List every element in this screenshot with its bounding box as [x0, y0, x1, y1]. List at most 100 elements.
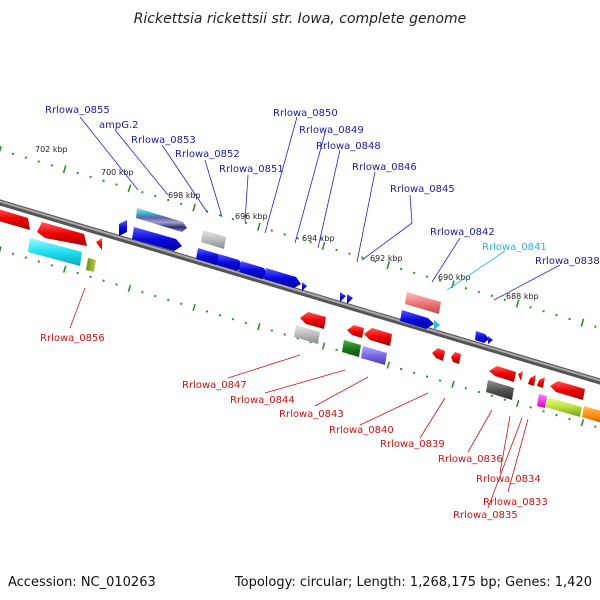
label-rrlowa-0840[interactable]: Rrlowa_0840 — [329, 425, 394, 436]
label-rrlowa-0855[interactable]: Rrlowa_0855 — [45, 105, 110, 116]
gene-rrlowa-0841[interactable] — [434, 320, 440, 330]
lower-guide-minor-tick — [490, 394, 494, 398]
lower-guide-minor-tick — [102, 279, 105, 282]
label-rrlowa-0838[interactable]: Rrlowa_0838 — [535, 256, 600, 267]
gene-rrlowa-0846[interactable] — [340, 292, 346, 302]
gene-rrlowa-0834-b[interactable] — [537, 377, 545, 388]
forward-arrow-genes — [119, 220, 493, 344]
tick-label-688: 688 kbp — [506, 292, 539, 301]
gene-rrlowa-0839[interactable] — [451, 352, 461, 364]
label-rrlowa-0852[interactable]: Rrlowa_0852 — [175, 149, 240, 160]
label-rrlowa-0850[interactable]: Rrlowa_0850 — [273, 108, 338, 119]
label-rrlowa-0851[interactable]: Rrlowa_0851 — [219, 164, 284, 175]
gene-rrlowa-0838-a[interactable] — [475, 331, 489, 343]
gene-rrlowa-0834-a[interactable] — [528, 375, 536, 386]
gene-rrlowa-0843-red[interactable] — [364, 328, 392, 346]
label-rrlowa-0845[interactable]: Rrlowa_0845 — [390, 184, 455, 195]
lower-guide-major-tick — [580, 419, 585, 427]
scale-minor-tick — [464, 286, 468, 290]
scale-minor-tick — [37, 160, 41, 163]
gene-rrlowa-0856-cyan[interactable] — [28, 238, 82, 266]
label-rrlowa-0846[interactable]: Rrlowa_0846 — [352, 162, 417, 173]
scale-minor-tick — [179, 202, 183, 206]
lower-guide-minor-tick — [205, 310, 209, 313]
scale-minor-tick — [11, 152, 15, 156]
label-rrlowa-0842[interactable]: Rrlowa_0842 — [430, 227, 495, 238]
gene-rrlowa-0836-red[interactable] — [489, 366, 516, 382]
gene-rrlowa-0850[interactable] — [217, 254, 243, 271]
label-rrlowa-0843[interactable]: Rrlowa_0843 — [279, 409, 344, 420]
scale-minor-tick — [309, 240, 312, 244]
lower-guide-major-tick — [62, 265, 67, 273]
lower-guide-minor-tick — [438, 379, 442, 382]
label-rrlowa-0853[interactable]: Rrlowa_0853 — [131, 135, 196, 146]
lower-guide-minor-tick — [464, 386, 468, 390]
gene-rrlowa-0836-tip[interactable] — [518, 371, 523, 381]
gene-rrlowa-0848[interactable] — [264, 268, 301, 288]
gene-rrlowa-0833-red[interactable] — [550, 381, 585, 400]
gene-rrlowa-0835[interactable] — [545, 397, 582, 417]
gene-rrlowa-0852[interactable] — [201, 230, 226, 249]
scale-minor-tick — [361, 256, 364, 259]
lower-guide-major-tick — [515, 399, 520, 408]
scale-minor-tick — [555, 313, 558, 317]
gene-rrlowa-0836[interactable] — [486, 380, 514, 400]
label-rrlowa-0835[interactable]: Rrlowa_0835 — [453, 510, 518, 521]
label-ampg-2[interactable]: ampG.2 — [99, 120, 139, 131]
gene-rrlowa-0853[interactable] — [136, 208, 187, 232]
label-rrlowa-0833[interactable]: Rrlowa_0833 — [483, 497, 548, 508]
gene-rrlowa-0843[interactable] — [361, 346, 387, 365]
scale-major-tick — [192, 203, 197, 212]
gene-rrlowa-0847[interactable] — [300, 312, 326, 329]
gene-rrlowa-0845[interactable] — [347, 294, 353, 304]
leader-line-0838 — [493, 264, 561, 301]
lower-guide-minor-tick — [477, 390, 481, 394]
gene-left-red-1[interactable] — [0, 208, 30, 230]
gene-rrlowa-0856-red[interactable] — [37, 222, 87, 246]
map-title: Rickettsia rickettsii str. Iowa, complet… — [134, 11, 467, 27]
gene-rrlowa-0842[interactable] — [400, 310, 434, 329]
gene-rrlowa-0844[interactable] — [342, 340, 361, 357]
scale-minor-tick — [270, 229, 274, 232]
label-rrlowa-0847[interactable]: Rrlowa_0847 — [182, 380, 247, 391]
label-rrlowa-0841[interactable]: Rrlowa_0841 — [482, 242, 547, 253]
gene-rrlowa-0835-magenta[interactable] — [537, 394, 547, 408]
gene-rrlowa-0842-pink[interactable] — [405, 292, 441, 314]
label-rrlowa-0839[interactable]: Rrlowa_0839 — [380, 439, 445, 450]
label-rrlowa-0848[interactable]: Rrlowa_0848 — [316, 141, 381, 152]
lower-guide-minor-tick — [335, 348, 338, 352]
scale-minor-tick — [542, 309, 545, 313]
lower-guide-major-tick — [0, 246, 2, 253]
label-rrlowa-0856[interactable]: Rrlowa_0856 — [40, 333, 105, 344]
gene-rrlowa-0847-grey[interactable] — [294, 325, 320, 344]
scale-major-tick — [62, 165, 67, 174]
tick-label-700: 700 kbp — [101, 168, 134, 177]
gene-rrlowa-0838-b[interactable] — [488, 336, 493, 344]
gene-left-red-tip[interactable] — [96, 238, 102, 250]
label-rrlowa-0849[interactable]: Rrlowa_0849 — [299, 125, 364, 136]
gene-rrlowa-0840[interactable] — [432, 348, 445, 361]
gene-rrlowa-0846-tip[interactable] — [302, 282, 307, 291]
gene-ampg-arrow[interactable] — [119, 220, 127, 236]
label-rrlowa-0844[interactable]: Rrlowa_0844 — [230, 395, 295, 406]
gene-rrlowa-0851[interactable] — [196, 248, 222, 265]
lower-guide-minor-tick — [11, 252, 15, 256]
genome-backbone — [0, 199, 600, 385]
gene-rrlowa-0833[interactable] — [582, 406, 600, 424]
label-rrlowa-0834[interactable]: Rrlowa_0834 — [476, 474, 541, 485]
genome-summary-text: Topology: circular; Length: 1,268,175 bp… — [234, 575, 592, 590]
lower-guide-minor-tick — [218, 313, 222, 317]
scale-minor-tick — [438, 279, 442, 282]
scale-minor-tick — [399, 267, 403, 271]
lower-guide-minor-tick — [89, 275, 92, 279]
gene-rrlowa-0849[interactable] — [239, 261, 268, 279]
label-rrlowa-0836[interactable]: Rrlowa_0836 — [438, 454, 503, 465]
lower-guide-minor-tick — [399, 367, 403, 371]
lower-guide-minor-tick — [425, 375, 429, 378]
gene-rrlowa-0844-red[interactable] — [347, 325, 364, 338]
scale-minor-tick — [244, 221, 248, 225]
scale-minor-tick — [594, 325, 597, 328]
gene-rrlowa-0856-olive[interactable] — [86, 258, 96, 272]
gene-rrlowa-0855[interactable] — [132, 227, 182, 251]
scale-major-tick — [580, 318, 585, 327]
